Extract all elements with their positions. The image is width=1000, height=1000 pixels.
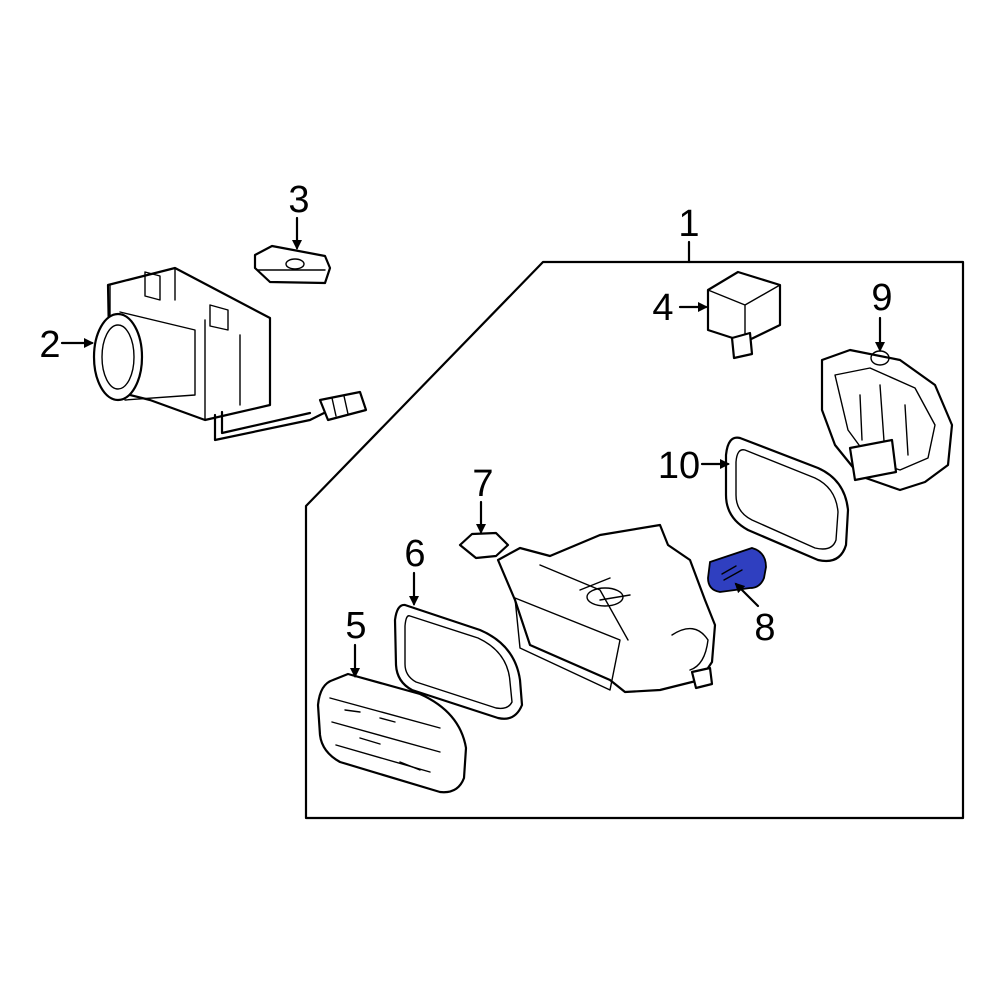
socket-housing-part[interactable]	[820, 348, 954, 492]
callout-label-9: 9	[871, 277, 892, 319]
callout-label-3: 3	[288, 179, 309, 221]
fog-lamp-housing-part[interactable]	[92, 266, 368, 442]
callout-label-10: 10	[658, 445, 700, 487]
clip-part[interactable]	[253, 244, 332, 285]
lens-part[interactable]	[316, 672, 468, 794]
bulb-part[interactable]	[707, 547, 767, 593]
gasket-rear-part[interactable]	[724, 436, 850, 563]
callout-label-7: 7	[472, 463, 493, 505]
gasket-front-part[interactable]	[393, 603, 524, 720]
cap-part[interactable]	[458, 531, 510, 560]
callout-arrow-8	[734, 582, 760, 608]
callout-label-2: 2	[39, 324, 60, 366]
assembly-group-outline	[304, 260, 965, 820]
relay-module-part[interactable]	[706, 270, 782, 360]
callout-label-5: 5	[345, 605, 366, 647]
callout-label-6: 6	[404, 533, 425, 575]
lamp-body	[496, 523, 717, 694]
callout-label-4: 4	[652, 287, 673, 329]
callout-label-1: 1	[678, 203, 699, 245]
callout-label-8: 8	[754, 607, 775, 649]
bulb-highlight	[707, 547, 767, 593]
